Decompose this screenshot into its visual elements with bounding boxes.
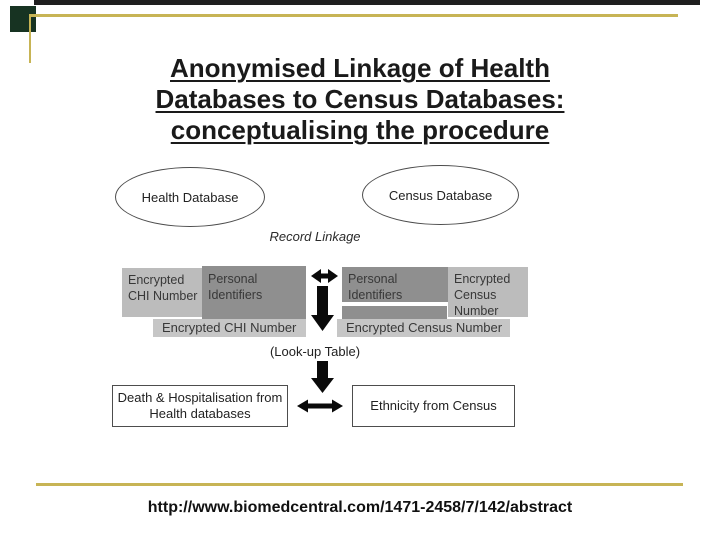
top-edge-bar [34,0,700,5]
encrypted-chi-number-box: Encrypted CHI Number [122,268,202,317]
gold-frame-top-line [29,14,678,17]
corner-accent-square [10,6,36,32]
lookup-table-label: (Look-up Table) [269,344,361,359]
health-database-label: Health Database [141,189,239,205]
health-database-ellipse: Health Database [115,167,265,227]
encrypted-census-number-bar: Encrypted Census Number [337,319,510,337]
encrypted-chi-number-bar: Encrypted CHI Number [153,319,306,337]
down-arrow-icon [311,286,334,331]
double-headed-arrow-icon [311,268,338,284]
slide-title-line-2: Databases to Census Databases: [155,84,565,114]
census-database-label: Census Database [388,187,493,203]
slide-title-line-3: conceptualising the procedure [170,115,550,145]
double-headed-arrow-icon [297,399,343,413]
personal-identifiers-right-strip [342,306,447,319]
encrypted-census-number-box: Encrypted Census Number [448,267,528,318]
gold-footer-line [36,483,683,486]
down-arrow-icon [311,361,334,393]
death-box-line-1: Death & Hospitalisation from [117,390,283,405]
ethnicity-box-label: Ethnicity from Census [370,398,497,413]
slide-title-line-1: Anonymised Linkage of Health [170,53,550,83]
slide-title: Anonymised Linkage of Health Databases t… [0,53,720,146]
death-box-line-2: Health databases [149,406,251,421]
gold-frame-left-line [29,14,31,63]
personal-identifiers-left-box: Personal Identifiers [202,266,306,319]
ethnicity-from-census-box: Ethnicity from Census [352,385,515,427]
census-database-ellipse: Census Database [362,165,519,225]
death-hospitalisation-box: Death & Hospitalisation from Health data… [112,385,288,427]
personal-identifiers-right-box: Personal Identifiers [342,267,448,302]
footer-url: http://www.biomedcentral.com/1471-2458/7… [147,499,573,516]
record-linkage-label: Record Linkage [269,229,361,244]
